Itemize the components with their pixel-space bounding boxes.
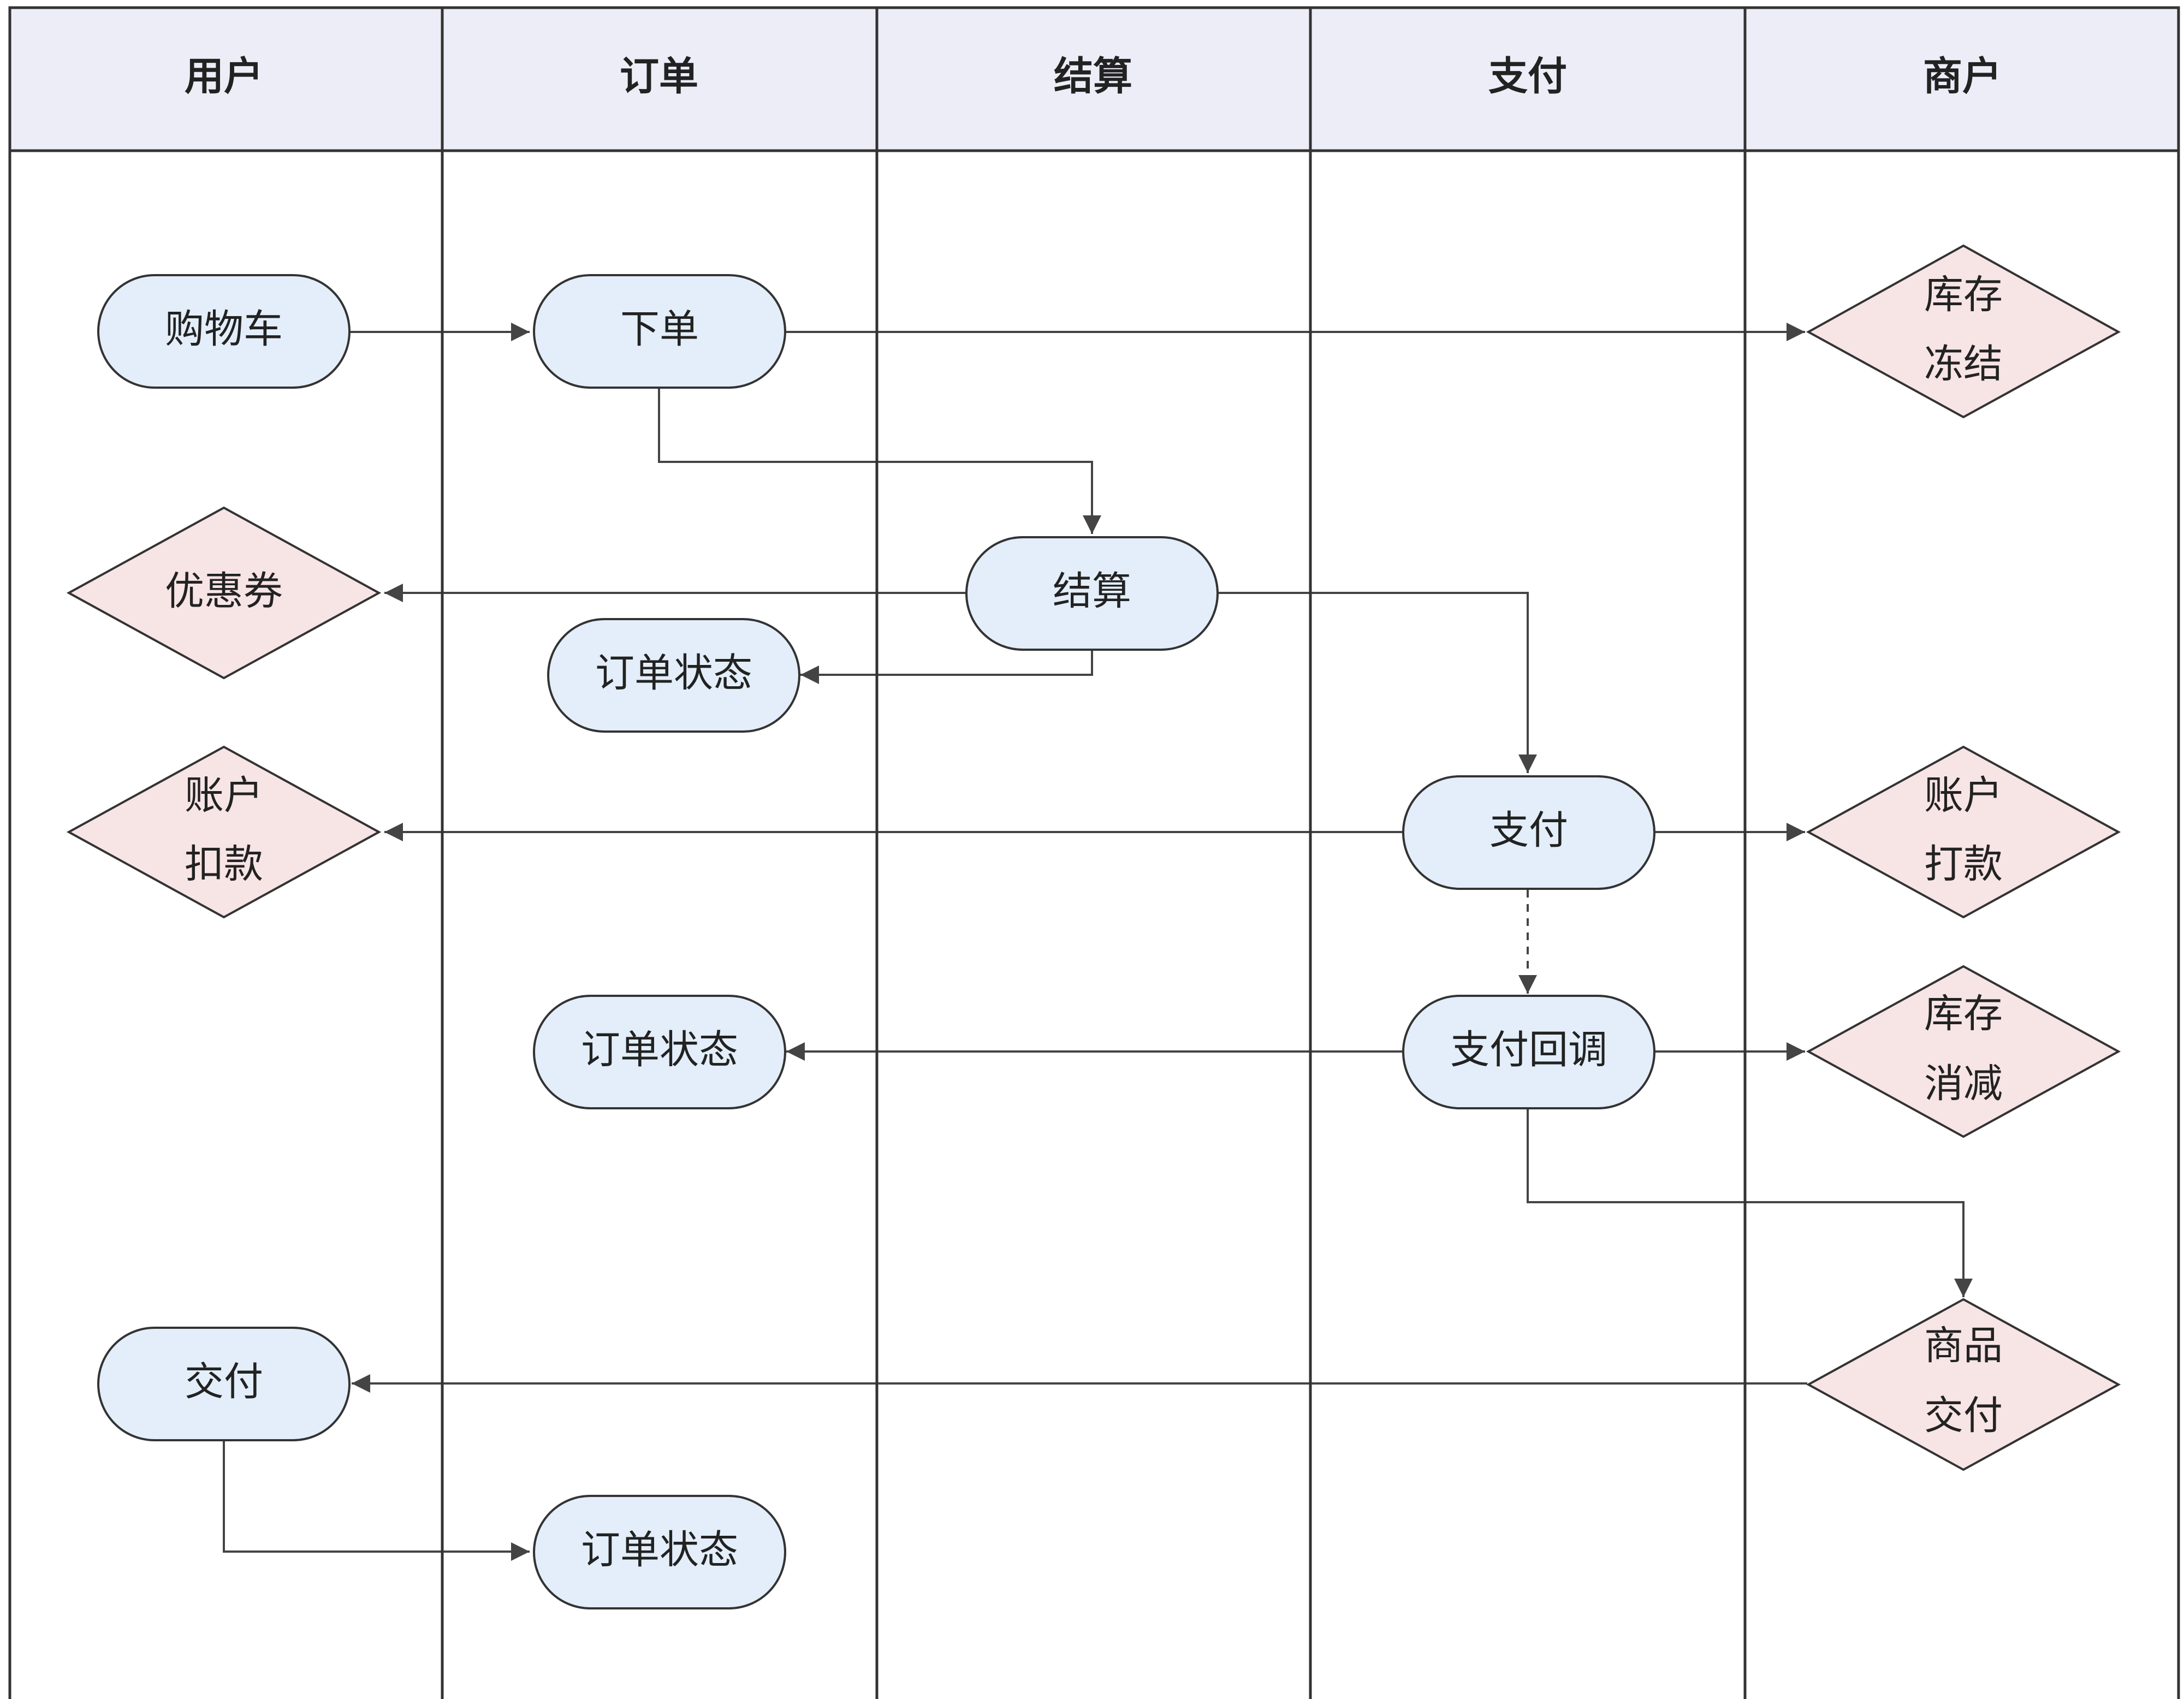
label-order-status-2: 订单状态: [581, 1027, 738, 1073]
lane-header-merchant: 商户: [1923, 54, 2002, 99]
node-settle[interactable]: [965, 536, 1219, 651]
node-order-status-1[interactable]: [547, 618, 800, 733]
node-pay-callback[interactable]: [1402, 995, 1655, 1109]
node-coupon[interactable]: [66, 506, 382, 680]
node-place-order[interactable]: [533, 274, 786, 389]
lane-grid: [8, 6, 2180, 1699]
label-account-debit-line1: 账户: [185, 773, 263, 818]
label-goods-delivery-line2: 交付: [1924, 1393, 2003, 1439]
label-stock-deduct-line2: 消减: [1924, 1061, 2003, 1107]
label-pay-callback: 支付回调: [1450, 1027, 1607, 1073]
lane-header-settlement: 结算: [1054, 54, 1132, 99]
lane-header-payment: 支付: [1488, 54, 1567, 99]
lane-header-order: 订单: [620, 54, 698, 99]
label-stock-deduct-line1: 库存: [1924, 991, 2003, 1037]
node-account-debit[interactable]: [66, 745, 382, 919]
label-stock-freeze-line1: 库存: [1924, 272, 2003, 318]
label-pay: 支付: [1489, 807, 1568, 853]
node-deliver[interactable]: [97, 1327, 351, 1441]
decision-nodes: [66, 244, 2121, 1471]
label-order-status-3: 订单状态: [581, 1527, 738, 1573]
node-cart[interactable]: [97, 274, 351, 389]
label-settle: 结算: [1053, 568, 1131, 614]
node-order-status-3[interactable]: [533, 1495, 786, 1609]
label-account-credit-line1: 账户: [1924, 773, 2003, 818]
label-place-order: 下单: [620, 306, 699, 352]
diagram-border: [8, 6, 2180, 1699]
label-order-status-1: 订单状态: [595, 650, 752, 696]
node-stock-freeze[interactable]: [1806, 244, 2121, 419]
process-nodes: [97, 274, 1655, 1609]
node-order-status-2[interactable]: [533, 995, 786, 1109]
node-stock-deduct[interactable]: [1806, 965, 2121, 1138]
label-goods-delivery-line1: 商品: [1924, 1323, 2003, 1369]
label-coupon: 优惠券: [165, 568, 283, 614]
label-stock-freeze-line2: 冻结: [1924, 341, 2003, 387]
edge-deliver-to-order-status-3: [223, 1440, 530, 1561]
node-pay[interactable]: [1402, 775, 1655, 890]
label-deliver: 交付: [185, 1359, 263, 1405]
edge-settle-to-order-status-1: [800, 649, 1093, 684]
lane-header-user: 用户: [185, 54, 263, 99]
label-cart: 购物车: [165, 306, 283, 352]
lane-header-band: [10, 8, 2179, 151]
label-account-credit-line2: 打款: [1924, 841, 2003, 887]
connectors: [223, 323, 1973, 1561]
label-account-debit-line2: 扣款: [185, 841, 263, 887]
edge-settle-to-pay: [1218, 592, 1537, 773]
node-goods-delivery[interactable]: [1806, 1298, 2121, 1471]
node-account-credit[interactable]: [1806, 745, 2121, 919]
